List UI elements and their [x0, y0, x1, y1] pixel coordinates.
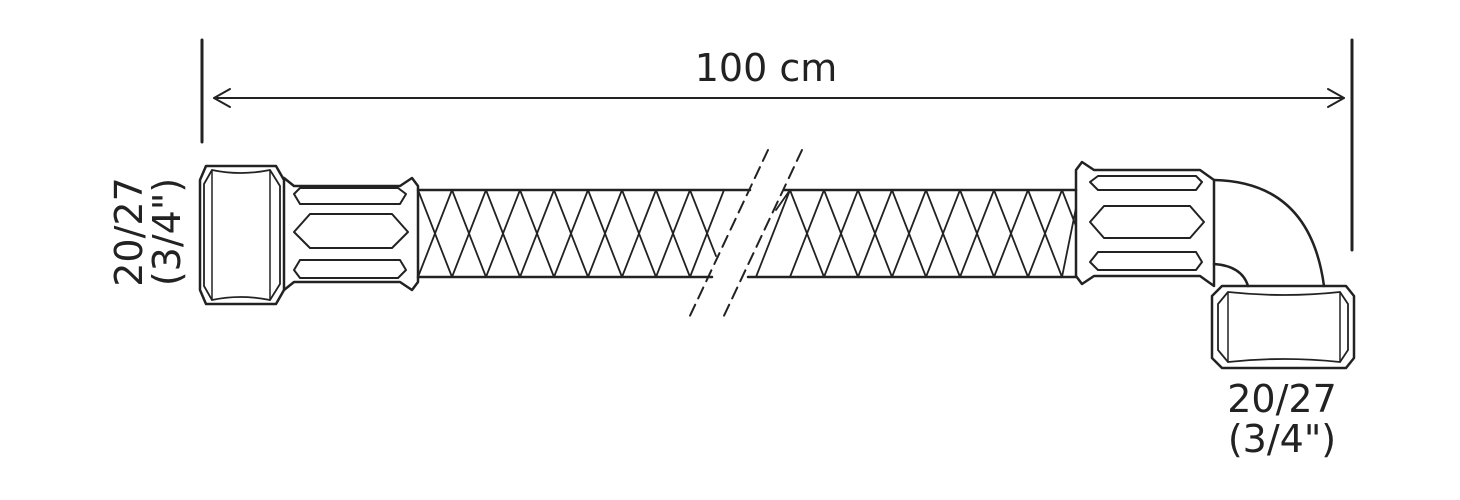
left-inch-label: (3/4")	[145, 178, 189, 286]
left-fitting-label: 20/27 (3/4")	[107, 177, 189, 287]
braided-hose-right	[746, 188, 1078, 279]
length-label: 100 cm	[695, 46, 838, 90]
break-marks	[687, 149, 803, 321]
left-size-label: 20/27	[107, 177, 151, 287]
left-crimp-collar	[282, 176, 420, 292]
right-hex-nut	[1210, 284, 1356, 370]
braided-hose-left	[416, 188, 752, 279]
right-fitting-label: 20/27 (3/4")	[1227, 377, 1337, 461]
left-arrowhead-icon	[213, 88, 231, 108]
right-size-label: 20/27	[1227, 377, 1337, 421]
right-crimp-collar	[1074, 160, 1216, 288]
right-arrowhead-icon	[1327, 88, 1345, 108]
elbow-fitting	[1212, 178, 1326, 288]
left-hex-nut	[198, 164, 286, 306]
dimension-line: 100 cm	[200, 38, 1354, 252]
right-inch-label: (3/4")	[1228, 417, 1336, 461]
